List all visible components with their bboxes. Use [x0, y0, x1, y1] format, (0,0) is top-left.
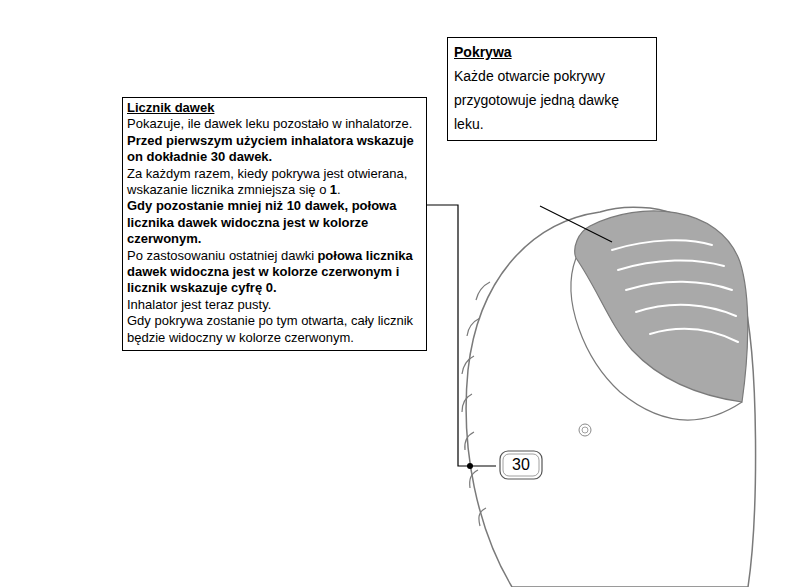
text-line: Każde otwarcie pokrywy przygotowuje jedn… [454, 64, 650, 136]
callout-text: Za każdym razem, kiedy pokrywa jest otwi… [127, 166, 407, 197]
counter-number: 30 [512, 457, 530, 473]
callout-text: Gdy pozostanie mniej niż 10 dawek, połow… [127, 198, 396, 246]
cap-callout: PokrywaKażde otwarcie pokrywy przygotowu… [447, 37, 657, 141]
grip-ridges [462, 282, 490, 526]
counter-callout: Licznik dawekPokazuje, ile dawek leku po… [122, 97, 427, 351]
text-line: Gdy pozostanie mniej niż 10 dawek, połow… [127, 198, 422, 247]
callout-text: Gdy pokrywa zostanie po tym otwarta, cał… [127, 313, 413, 344]
text-line: Pokrywa [454, 40, 650, 64]
callout-heading: Licznik dawek [127, 100, 214, 115]
inhaler-button [579, 424, 591, 436]
text-line: Licznik dawek [127, 100, 422, 116]
text-line: Po zastosowaniu ostatniej dawkipołowa li… [127, 248, 422, 297]
callout-text: Każde otwarcie pokrywy przygotowuje jedn… [454, 68, 619, 132]
leader-dot [467, 463, 473, 469]
callout-text: . [337, 182, 341, 197]
inhaler-cap [575, 211, 748, 402]
callout-heading: Pokrywa [454, 44, 512, 60]
text-line: Inhalator jest teraz pusty. [127, 297, 422, 313]
inhaler-button [582, 427, 588, 433]
text-line: Pokazuje, ile dawek leku pozostało w inh… [127, 116, 422, 132]
counter-window [503, 454, 539, 476]
text-line: Za każdym razem, kiedy pokrywa jest otwi… [127, 166, 422, 199]
body-seam [571, 258, 742, 420]
callout-text: Pokazuje, ile dawek leku pozostało w inh… [127, 116, 412, 131]
callout-text: 1 [330, 182, 337, 197]
leader-line [540, 206, 612, 242]
inhaler-body [466, 207, 755, 587]
counter-window [500, 451, 542, 479]
callout-text: Przed pierwszym użyciem inhalatora wskaz… [127, 133, 414, 164]
callout-text: Po zastosowaniu ostatniej dawki [127, 248, 314, 263]
cap-stripes [612, 240, 738, 342]
text-line: Gdy pokrywa zostanie po tym otwarta, cał… [127, 313, 422, 346]
text-line: Przed pierwszym użyciem inhalatora wskaz… [127, 133, 422, 166]
callout-text: Inhalator jest teraz pusty. [127, 297, 271, 312]
leader-line [426, 205, 496, 466]
